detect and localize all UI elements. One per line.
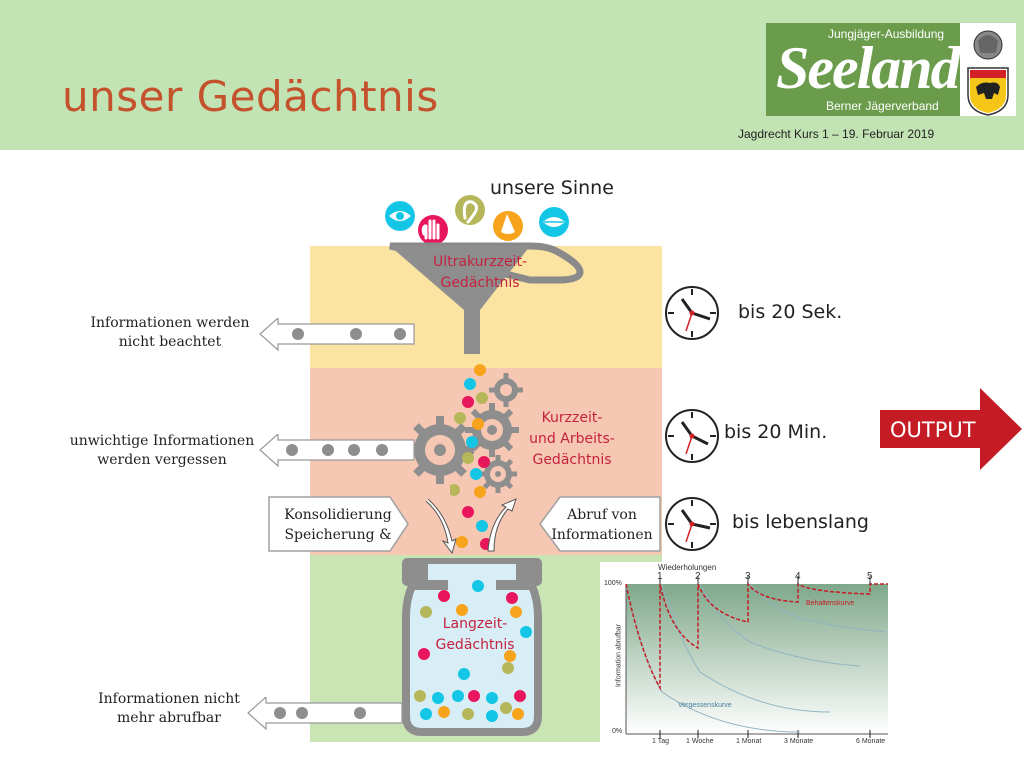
retrieval-box: Abruf von Informationen: [540, 505, 664, 545]
course-label: Jagdrecht Kurs 1 – 19. Februar 2019: [738, 127, 935, 141]
logo-bottom-text: Berner Jägerverband: [826, 99, 939, 113]
rep-1: 1: [657, 571, 663, 582]
bern-crest-icon: [960, 23, 1016, 116]
retrieval-label: Abruf von Informationen: [551, 507, 653, 543]
not-retrievable-text: Informationen nicht mehr abrufbar: [98, 691, 240, 726]
langzeit-label-text: Langzeit- Gedächtnis: [435, 616, 515, 653]
langzeit-label: Langzeit- Gedächtnis: [420, 614, 530, 656]
forgotten-label: unwichtige Informationen werden vergesse…: [60, 432, 264, 470]
nose-icon: [493, 211, 523, 241]
logo-top-text: Jungjäger-Ausbildung: [828, 27, 945, 41]
page-title: unser Gedächtnis: [62, 72, 439, 121]
y-bottom: 0%: [612, 728, 623, 735]
clock-icon-short: [665, 409, 719, 463]
x-tick-3: 1 Monat: [736, 738, 762, 745]
forgetting-curve-graph: Wiederholungen 1 2 3 4 5 100% 0% Informa…: [600, 562, 890, 748]
rep-4: 4: [795, 571, 801, 582]
forgetting-curve-label: Vergessenskurve: [678, 702, 732, 709]
not-retrievable-label: Informationen nicht mehr abrufbar: [86, 690, 252, 728]
not-noticed-text: Informationen werden nicht beachtet: [90, 315, 250, 350]
x-tick-4: 3 Monate: [784, 738, 814, 745]
rep-3: 3: [745, 571, 751, 582]
clock-icon-ultra: [665, 286, 719, 340]
x-tick-2: 1 Woche: [686, 738, 714, 745]
ultrakurzzeit-label: Ultrakurzzeit- Gedächtnis: [420, 252, 540, 294]
senses-label: unsere Sinne: [490, 177, 614, 199]
duration-long: bis lebenslang: [732, 511, 869, 533]
arrow-forgotten: [259, 434, 415, 468]
duration-short: bis 20 Min.: [724, 421, 828, 443]
not-noticed-label: Informationen werden nicht beachtet: [80, 314, 260, 352]
duration-ultra: bis 20 Sek.: [738, 301, 843, 323]
y-axis-label: Information abrufbar: [615, 623, 623, 688]
arrow-not-retrievable: [247, 697, 403, 731]
consolidation-label: Konsolidierung Speicherung &: [284, 507, 392, 543]
ultrakurzzeit-label-text: Ultrakurzzeit- Gedächtnis: [432, 254, 527, 291]
hand-icon: [418, 215, 448, 245]
memory-jar-icon: [402, 558, 542, 736]
x-tick-5: 6 Monate: [856, 738, 886, 745]
funnel-icon: [389, 242, 584, 354]
ear-icon: [455, 195, 485, 225]
seeland-logo: [766, 23, 960, 116]
graph-canvas: [625, 576, 888, 738]
eye-icon: [385, 201, 415, 231]
consolidation-box: Konsolidierung Speicherung &: [272, 505, 404, 545]
output-label: OUTPUT: [890, 418, 976, 442]
arrow-not-noticed: [259, 318, 415, 352]
rep-2: 2: [695, 571, 701, 582]
rep-5: 5: [867, 571, 873, 582]
kurzzeit-label: Kurzzeit- und Arbeits- Gedächtnis: [516, 408, 628, 471]
y-top: 100%: [604, 580, 622, 587]
forgotten-text: unwichtige Informationen werden vergesse…: [69, 433, 255, 468]
retention-curve-label: Behaltenskurve: [806, 600, 855, 607]
kurzzeit-label-text: Kurzzeit- und Arbeits- Gedächtnis: [529, 410, 615, 468]
senses-icons: [385, 195, 569, 245]
clock-icon-long: [665, 497, 719, 551]
mouth-icon: [539, 207, 569, 237]
box-shapes: [268, 496, 661, 555]
output-arrow: [880, 388, 1022, 470]
graph-top-label: Wiederholungen: [658, 563, 717, 572]
logo-brand: Seeland: [776, 35, 961, 101]
x-tick-1: 1 Tag: [652, 738, 669, 745]
